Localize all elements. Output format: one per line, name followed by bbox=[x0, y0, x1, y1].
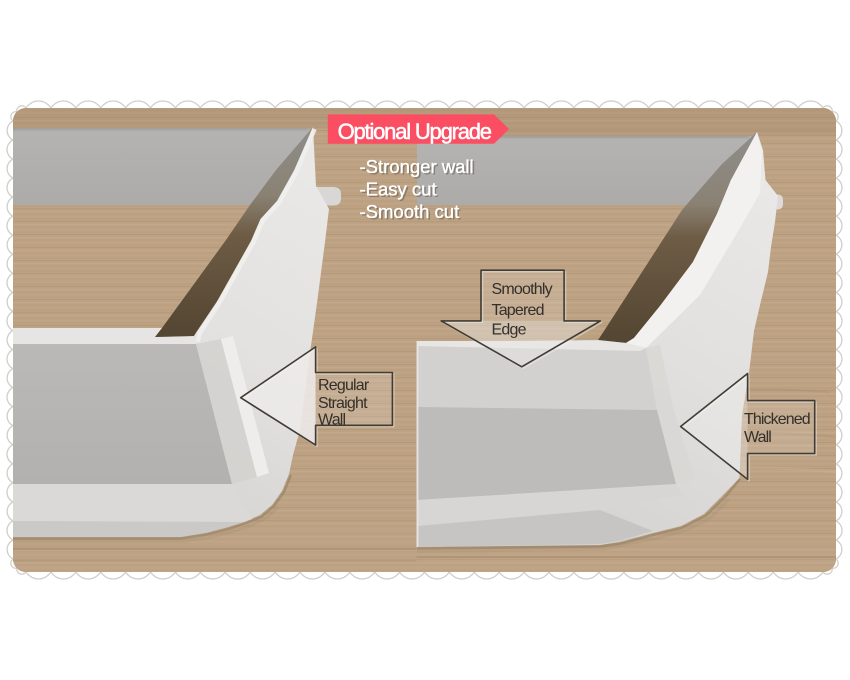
svg-text:-Smooth cut: -Smooth cut bbox=[360, 201, 460, 222]
svg-text:Tapered: Tapered bbox=[492, 302, 544, 319]
svg-text:-Easy cut: -Easy cut bbox=[360, 179, 437, 200]
svg-text:-Easy cut: -Easy cut bbox=[361, 180, 438, 201]
svg-text:-Smooth cut: -Smooth cut bbox=[361, 203, 461, 224]
svg-text:Optional Upgrade: Optional Upgrade bbox=[338, 119, 492, 144]
svg-text:Smoothly: Smoothly bbox=[492, 281, 553, 298]
svg-text:Edge: Edge bbox=[492, 321, 527, 338]
svg-text:Regular: Regular bbox=[318, 377, 370, 394]
svg-text:Thickened: Thickened bbox=[744, 411, 810, 428]
svg-text:Straight: Straight bbox=[318, 395, 368, 412]
svg-text:-Stronger wall: -Stronger wall bbox=[361, 158, 475, 179]
svg-text:Wall: Wall bbox=[318, 412, 346, 429]
svg-text:-Stronger wall: -Stronger wall bbox=[360, 156, 474, 177]
svg-text:Wall: Wall bbox=[744, 429, 771, 446]
